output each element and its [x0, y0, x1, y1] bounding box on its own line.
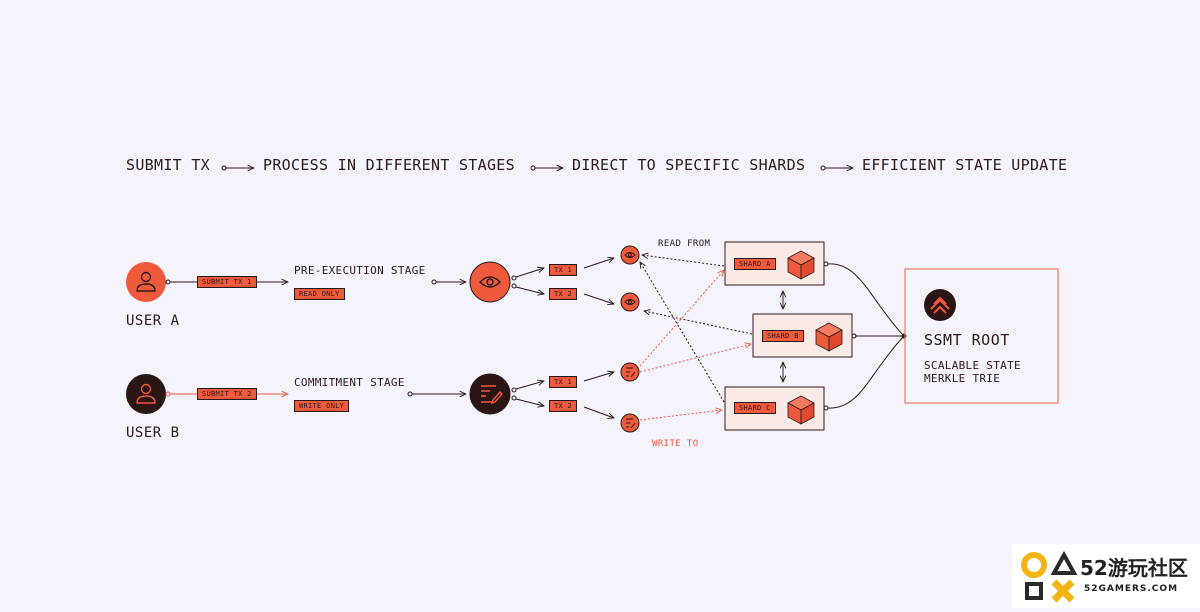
route-read-1: [620, 245, 640, 265]
edit-icon: [626, 418, 636, 429]
watermark: [1012, 544, 1200, 608]
user-b-label: USER B: [126, 425, 180, 441]
write-only-tag: WRITE ONLY: [294, 400, 350, 412]
user-a-label: USER A: [126, 313, 180, 329]
user-icon: [136, 383, 156, 404]
watermark-brand: 52游玩社区: [1080, 556, 1188, 580]
ssmt-root-title: SSMT ROOT: [924, 331, 1010, 349]
user-a-avatar: [126, 262, 166, 302]
flow-step-submit: SUBMIT TX: [126, 156, 210, 174]
cube-icon: [787, 250, 815, 280]
route-write-2: [620, 413, 640, 433]
tx-tag-write-2: TX 2: [549, 400, 578, 412]
read-only-tag: READ ONLY: [294, 288, 345, 300]
read-process-node: [469, 261, 511, 303]
read-from-label: READ FROM: [658, 239, 711, 249]
user-icon: [136, 271, 156, 292]
shard-b-label: SHARD B: [762, 330, 804, 342]
ssmt-logo-icon: [924, 289, 956, 321]
edit-icon: [481, 385, 503, 405]
submit-tx2-tag: SUBMIT TX 2: [197, 388, 257, 400]
eye-icon: [624, 252, 636, 258]
flow-arrows: [221, 166, 853, 170]
user-b-avatar: [126, 374, 166, 414]
commitment-stage-label: COMMITMENT STAGE: [294, 376, 405, 389]
flow-step-direct: DIRECT TO SPECIFIC SHARDS: [572, 156, 806, 174]
tx-tag-read-2: TX 2: [549, 288, 578, 300]
watermark-site: 52GAMERS.COM: [1084, 584, 1179, 594]
process-flow: SUBMIT TX PROCESS IN DIFFERENT STAGES DI…: [126, 156, 1126, 180]
eye-icon: [479, 276, 501, 288]
write-to-label: WRITE TO: [652, 439, 699, 449]
write-process-node: [469, 373, 511, 415]
flow-step-update: EFFICIENT STATE UPDATE: [862, 156, 1068, 174]
tx-tag-read-1: TX 1: [549, 264, 578, 276]
route-read-2: [620, 292, 640, 312]
ssmt-subtitle-line2: MERKLE TRIE: [924, 372, 1001, 385]
submit-tx1-tag: SUBMIT TX 1: [197, 276, 257, 288]
ssmt-subtitle-line1: SCALABLE STATE: [924, 359, 1021, 372]
shard-c-label: SHARD C: [734, 402, 776, 414]
shard-a-label: SHARD A: [734, 258, 776, 270]
watermark-logo-icon: [1021, 550, 1078, 603]
cube-icon: [815, 322, 843, 352]
cube-icon: [787, 395, 815, 425]
tx-tag-write-1: TX 1: [549, 376, 578, 388]
ssmt-root-box: [904, 268, 1059, 404]
flow-step-process: PROCESS IN DIFFERENT STAGES: [263, 156, 515, 174]
edit-icon: [626, 367, 636, 378]
route-write-1: [620, 362, 640, 382]
eye-icon: [624, 299, 636, 305]
pre-execution-stage-label: PRE-EXECUTION STAGE: [294, 264, 426, 277]
